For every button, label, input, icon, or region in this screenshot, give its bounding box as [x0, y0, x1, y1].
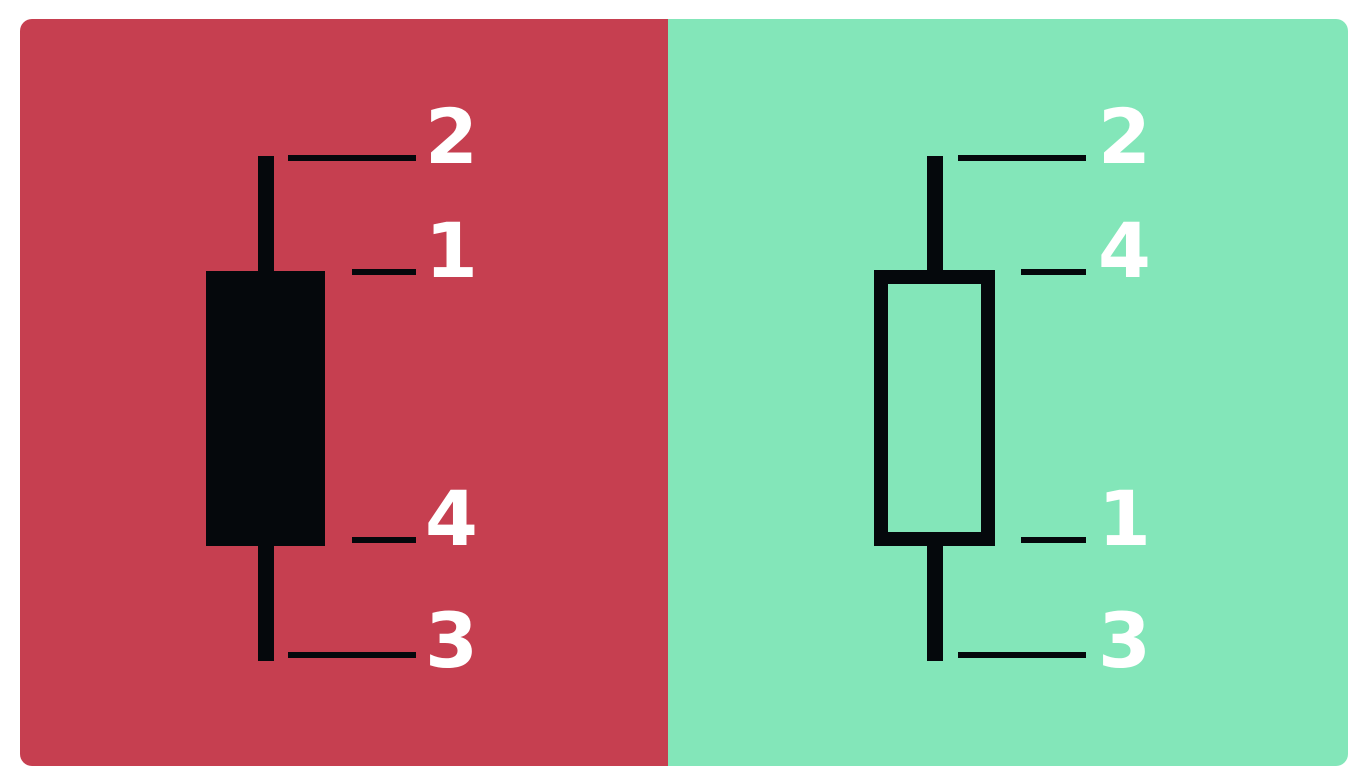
bullish-candle-svg: 2 4 1 3: [668, 19, 1348, 766]
bullish-high-label: 2: [1098, 92, 1151, 181]
bearish-upper-wick: [258, 156, 274, 272]
bullish-low-label: 3: [1098, 596, 1151, 685]
bearish-lower-wick: [258, 545, 274, 661]
bearish-candle-svg: 2 1 4 3: [20, 19, 668, 766]
bearish-high-label: 2: [425, 92, 478, 181]
bearish-low-label: 3: [425, 596, 478, 685]
bullish-body: [874, 270, 995, 546]
bullish-low-leader: [958, 652, 1086, 658]
bearish-open-leader: [352, 269, 416, 275]
bullish-background: [668, 19, 1348, 766]
candlestick-diagram: 2 1 4 3 2 4 1 3: [20, 19, 1348, 766]
bullish-lower-wick: [927, 542, 943, 661]
bullish-high-leader: [958, 155, 1086, 161]
bearish-close-leader: [352, 537, 416, 543]
bullish-open-leader: [1021, 537, 1086, 543]
bullish-upper-wick: [927, 156, 943, 274]
bearish-body: [206, 271, 325, 546]
bullish-candle-panel: 2 4 1 3: [668, 19, 1348, 766]
bullish-close-label: 4: [1098, 206, 1151, 295]
bearish-high-leader: [288, 155, 416, 161]
bearish-candle-panel: 2 1 4 3: [20, 19, 668, 766]
bullish-open-label: 1: [1098, 474, 1151, 563]
bearish-close-label: 4: [425, 474, 478, 563]
bullish-close-leader: [1021, 269, 1086, 275]
bearish-open-label: 1: [425, 206, 478, 295]
bearish-background: [20, 19, 668, 766]
bearish-low-leader: [288, 652, 416, 658]
